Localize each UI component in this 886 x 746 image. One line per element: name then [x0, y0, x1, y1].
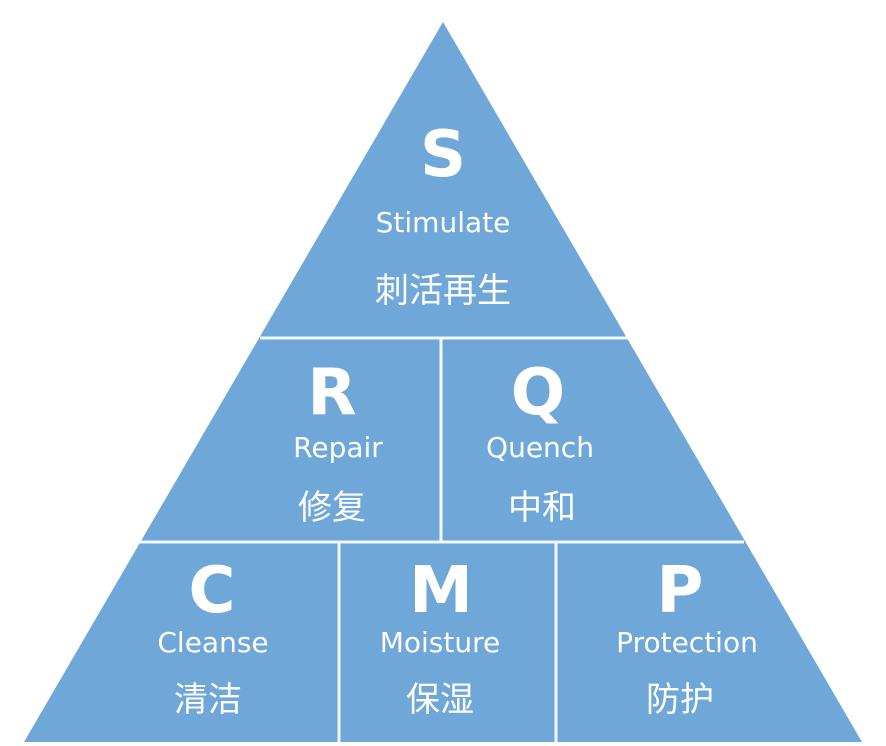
- label-repair-cn: 修复: [298, 488, 366, 528]
- label-moisture-cn: 保湿: [406, 680, 474, 720]
- letter-m: M: [409, 554, 473, 628]
- tier-moisture: M Moisture 保湿: [380, 554, 501, 720]
- label-cleanse-cn: 清洁: [174, 680, 242, 720]
- label-cleanse: Cleanse: [157, 626, 268, 659]
- pyramid-shape: [24, 22, 862, 742]
- tier-repair: R Repair 修复: [293, 356, 383, 528]
- label-protection-cn: 防护: [646, 680, 714, 720]
- label-quench: Quench: [486, 431, 594, 464]
- letter-r: R: [307, 356, 356, 430]
- label-quench-cn: 中和: [508, 488, 576, 528]
- letter-s: S: [420, 118, 466, 192]
- tier-cleanse: C Cleanse 清洁: [157, 554, 268, 720]
- label-protection: Protection: [616, 626, 758, 659]
- label-stimulate: Stimulate: [376, 206, 511, 239]
- tier-quench: Q Quench 中和: [486, 356, 594, 528]
- letter-p: P: [657, 554, 704, 628]
- tier-stimulate: S Stimulate 刺活再生: [375, 118, 511, 311]
- letter-q: Q: [511, 356, 565, 430]
- label-moisture: Moisture: [380, 626, 501, 659]
- tier-protection: P Protection 防护: [616, 554, 758, 720]
- letter-c: C: [189, 554, 236, 628]
- label-stimulate-cn: 刺活再生: [375, 271, 511, 311]
- label-repair: Repair: [293, 431, 383, 464]
